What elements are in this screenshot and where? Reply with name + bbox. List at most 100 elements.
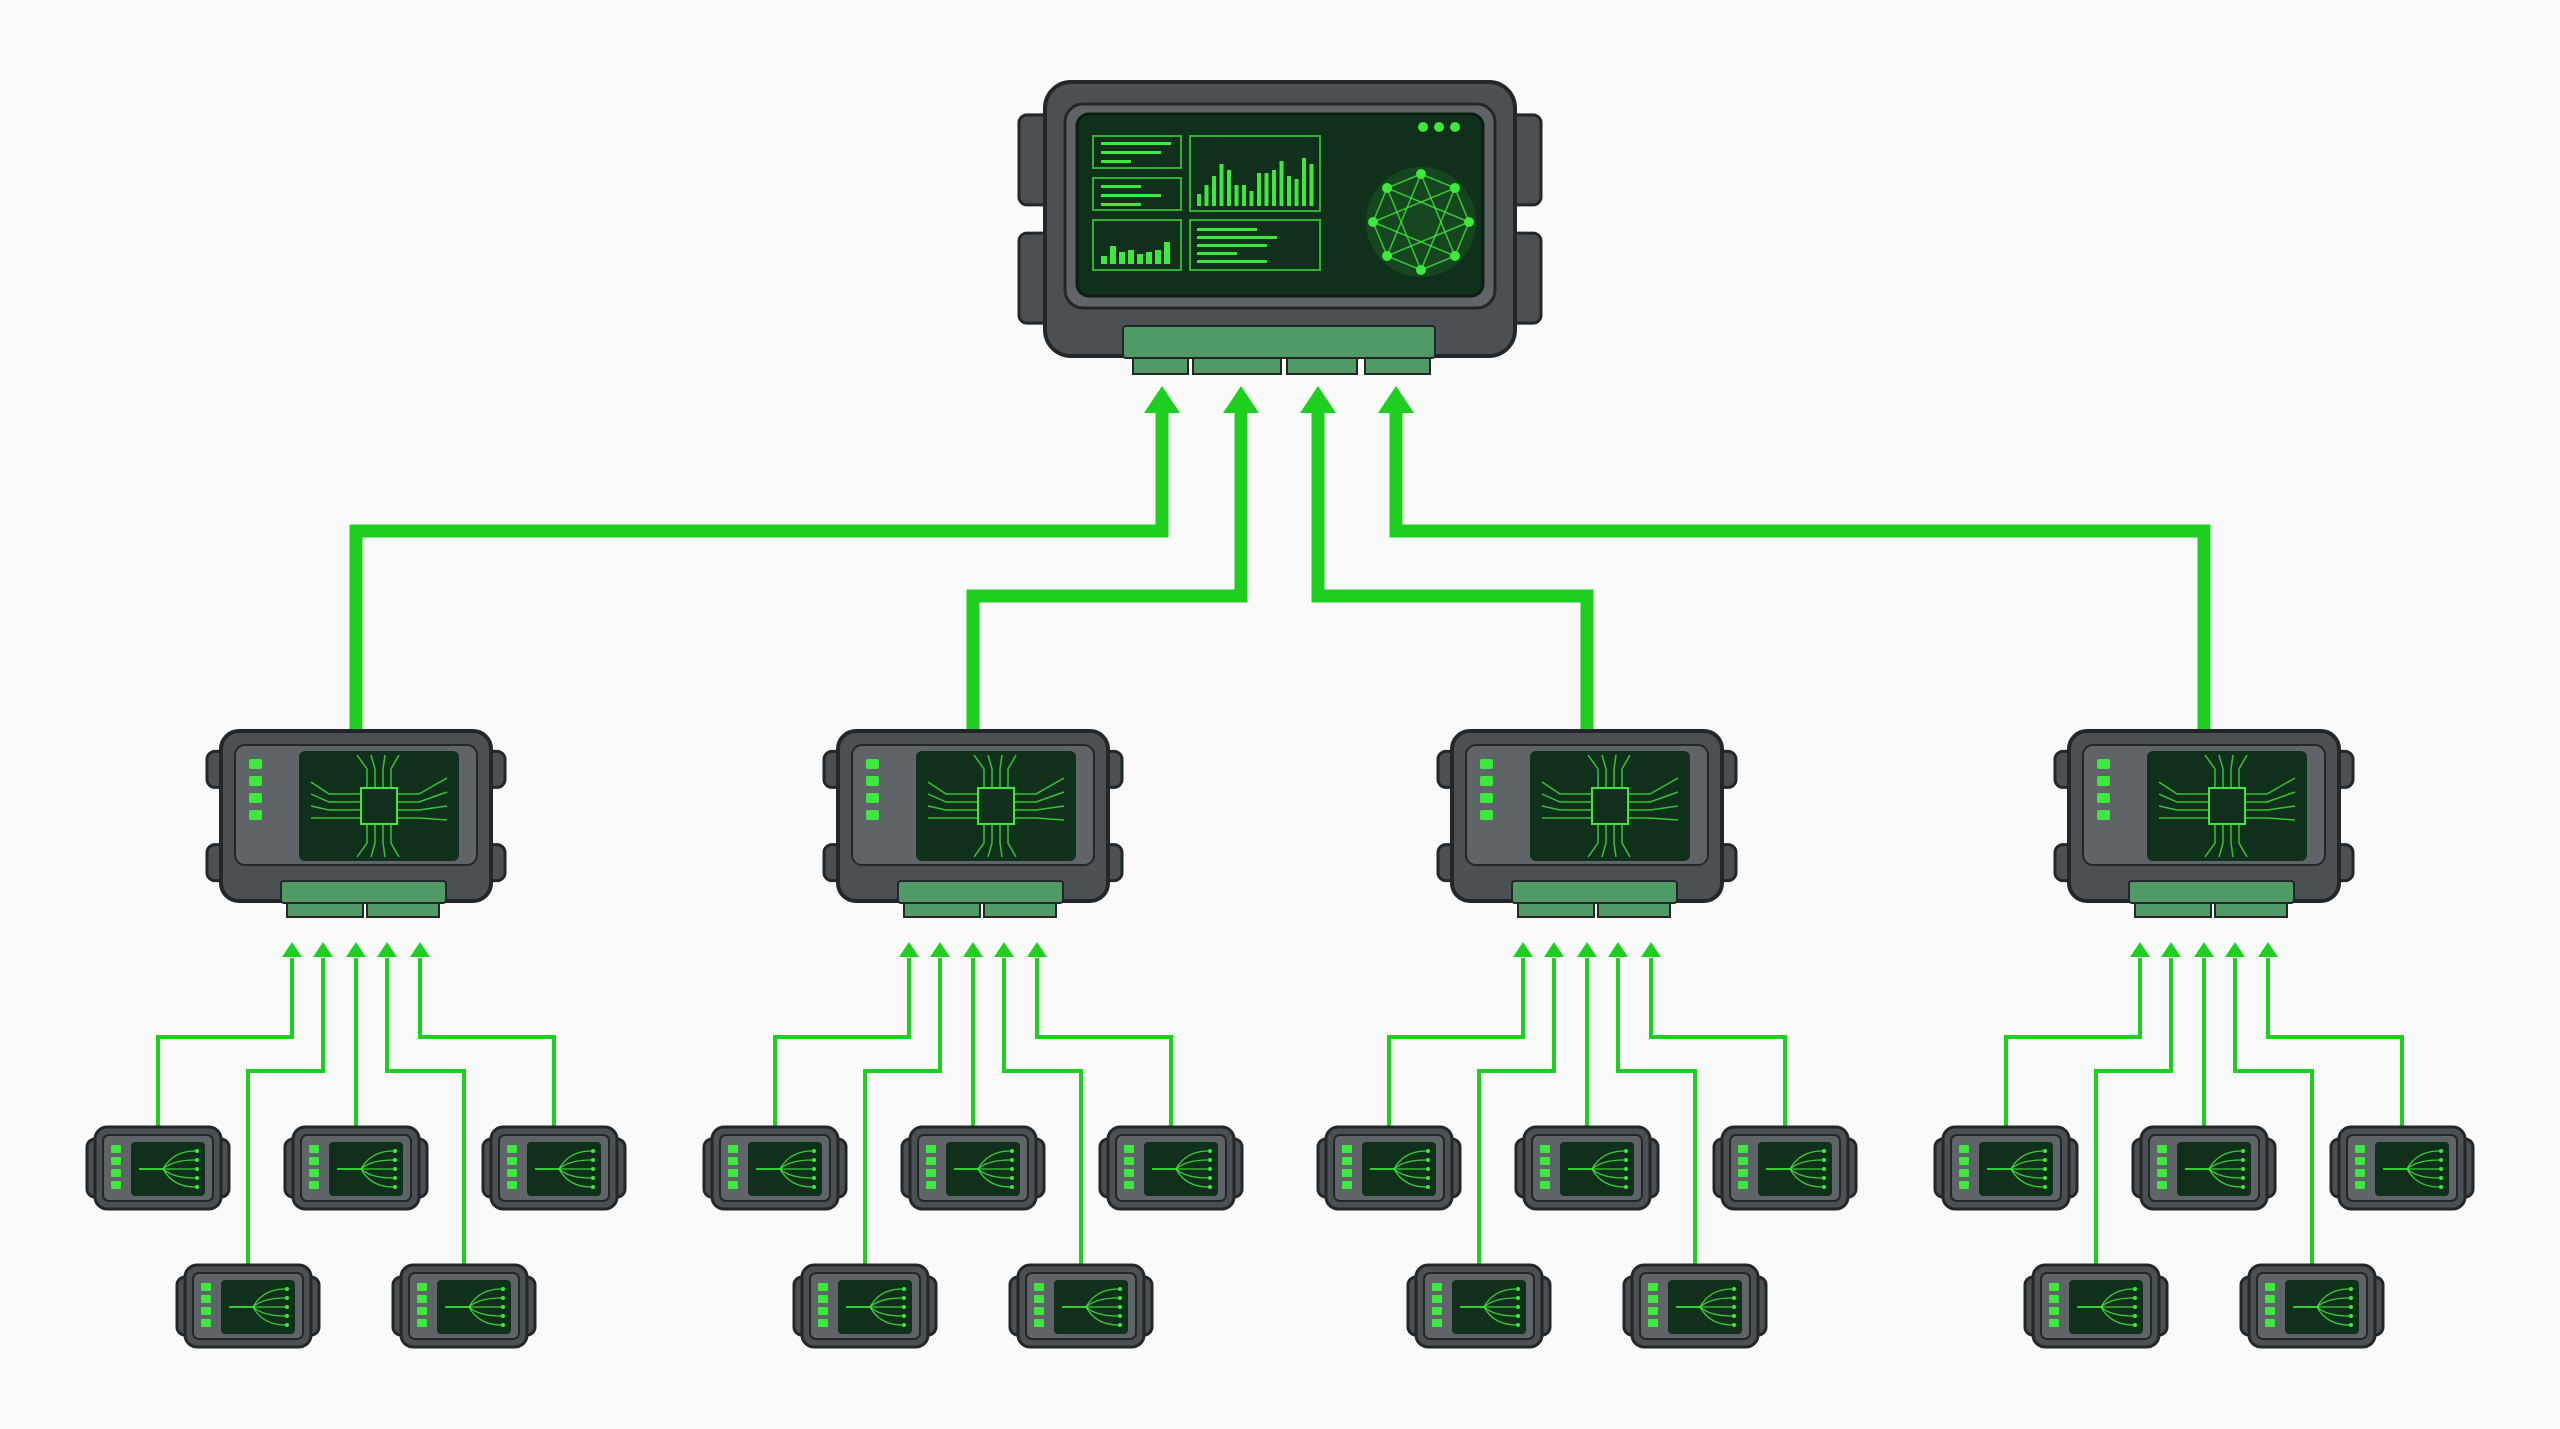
circuit-trace — [2230, 824, 2234, 858]
trace-endpoint — [591, 1176, 595, 1180]
hub-arrow — [1378, 386, 1414, 413]
node-link — [1649, 958, 1787, 1127]
circuit-trace — [927, 805, 978, 811]
cpu-chip — [360, 787, 398, 825]
circuit-trace — [2218, 754, 2224, 788]
status-led — [2265, 1319, 2275, 1327]
trace-endpoint — [812, 1158, 816, 1162]
gateway-arrow — [2194, 942, 2214, 957]
status-led — [201, 1307, 211, 1315]
gateway-arrow — [2258, 942, 2278, 957]
trace-endpoint — [285, 1287, 289, 1291]
status-led — [1540, 1169, 1550, 1177]
network-edge — [1386, 255, 1422, 271]
trace-endpoint — [2439, 1149, 2443, 1153]
gateway-port-strip — [1511, 880, 1678, 904]
status-led — [1648, 1319, 1658, 1327]
dashboard-panel — [1189, 219, 1321, 271]
trace-endpoint — [1010, 1149, 1014, 1153]
network-edge — [1386, 221, 1470, 257]
node-link — [2094, 958, 2173, 1265]
hub-arrow — [1223, 386, 1259, 413]
status-led — [1648, 1283, 1658, 1291]
status-led — [2355, 1157, 2365, 1165]
trace-endpoint — [2439, 1185, 2443, 1189]
status-led — [866, 810, 879, 820]
cpu-chip — [977, 787, 1015, 825]
fanout-trace — [954, 1168, 1011, 1188]
node-link — [385, 958, 466, 1265]
circuit-trace — [1014, 805, 1065, 811]
trace-endpoint — [285, 1296, 289, 1300]
circuit-trace — [1628, 817, 1679, 821]
gateway-arrow — [282, 942, 302, 957]
network-edge — [1386, 173, 1422, 189]
status-led — [2049, 1283, 2059, 1291]
circuit-trace — [2218, 824, 2224, 858]
node-link — [1387, 958, 1525, 1127]
gateway-port — [1597, 902, 1671, 918]
chart-bar — [1264, 173, 1269, 206]
gateway-arrow — [410, 942, 430, 957]
network-node — [1382, 250, 1393, 261]
trace-endpoint — [812, 1176, 816, 1180]
status-led — [818, 1295, 828, 1303]
gateway-port — [2134, 902, 2212, 918]
trace-endpoint — [1426, 1176, 1430, 1180]
circuit-trace — [2238, 824, 2248, 858]
fanout-trace — [445, 1306, 502, 1326]
status-led — [2157, 1145, 2167, 1153]
trace-endpoint — [591, 1149, 595, 1153]
network-glow — [1366, 167, 1476, 277]
trace-endpoint — [2133, 1287, 2137, 1291]
circuit-trace — [2204, 824, 2216, 858]
status-led — [417, 1283, 427, 1291]
metric-bar — [1101, 142, 1171, 145]
circuit-trace — [2204, 754, 2216, 788]
circuit-trace — [1014, 777, 1065, 795]
network-edge — [1372, 221, 1456, 257]
status-led — [111, 1181, 121, 1189]
node-3-3 — [1514, 1125, 1660, 1211]
status-led — [1124, 1145, 1134, 1153]
chart-bar — [1197, 194, 1201, 206]
trace-endpoint — [1516, 1296, 1520, 1300]
mini-chart-bar — [1155, 250, 1161, 264]
trace-endpoint — [1732, 1323, 1736, 1327]
gateway-arrow — [313, 942, 333, 957]
chart-bar — [1219, 164, 1224, 206]
trace-endpoint — [902, 1296, 906, 1300]
circuit-trace — [310, 805, 361, 811]
node-2-2 — [792, 1263, 938, 1349]
circuit-trace — [927, 781, 978, 795]
chart-bar — [1204, 185, 1209, 206]
trace-endpoint — [1516, 1314, 1520, 1318]
trace-endpoint — [1208, 1149, 1212, 1153]
trace-endpoint — [2439, 1176, 2443, 1180]
gateway-arrow — [963, 942, 983, 957]
fanout-trace — [1460, 1306, 1517, 1326]
gateway-arrow — [1513, 942, 1533, 957]
status-led — [1432, 1295, 1442, 1303]
status-led — [1480, 793, 1493, 803]
trace-endpoint — [902, 1314, 906, 1318]
trace-endpoint — [1208, 1176, 1212, 1180]
status-led — [507, 1169, 517, 1177]
node-2-1 — [702, 1125, 848, 1211]
devices — [85, 80, 2475, 1349]
node-1-3 — [283, 1125, 429, 1211]
fanout-trace — [139, 1168, 196, 1188]
trace-endpoint — [2241, 1158, 2245, 1162]
status-led — [926, 1169, 936, 1177]
status-led — [818, 1307, 828, 1315]
circuit-trace — [382, 824, 386, 858]
fanout-trace — [756, 1168, 813, 1188]
gateway-port-strip — [2128, 880, 2295, 904]
circuit-trace — [1014, 817, 1065, 821]
gateway-port — [983, 902, 1057, 918]
status-led — [309, 1169, 319, 1177]
trace-endpoint — [195, 1158, 199, 1162]
status-led — [1540, 1145, 1550, 1153]
node-3-4 — [1622, 1263, 1768, 1349]
